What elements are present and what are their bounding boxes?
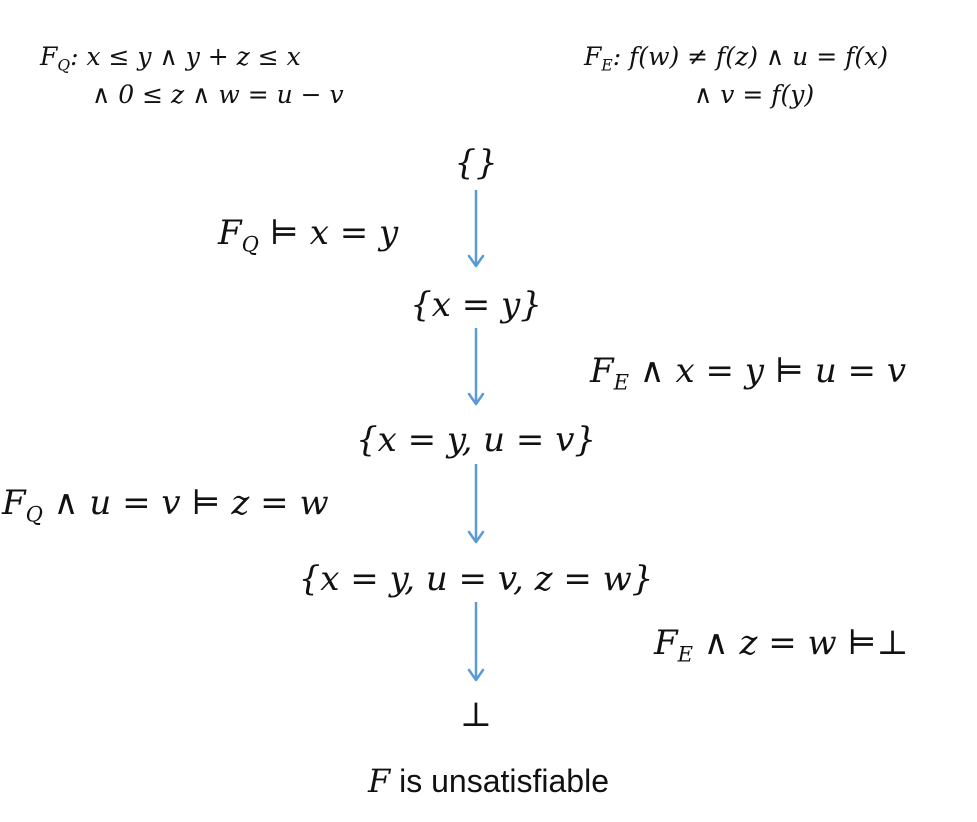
step-label-2: FE ∧ x = y ⊨ u = v xyxy=(590,351,907,395)
arrow-4 xyxy=(467,602,485,682)
node-bottom: ⊥ xyxy=(460,695,492,735)
fq-formula-line1: FQ: x ≤ y ∧ y + z ≤ x xyxy=(40,42,301,75)
conclusion-text: F is unsatisfiable xyxy=(368,762,609,800)
step-label-3: FQ ∧ u = v ⊨ z = w xyxy=(2,483,329,527)
node-set-1: {x = y} xyxy=(410,285,542,325)
step-label-1: FQ ⊨ x = y xyxy=(218,213,399,257)
arrow-2 xyxy=(467,328,485,406)
fe-formula-line2: ∧ v = f(y) xyxy=(694,80,815,109)
node-set-2: {x = y, u = v} xyxy=(355,420,597,460)
fe-formula-line1: FE: f(w) ≠ f(z) ∧ u = f(x) xyxy=(584,42,888,75)
arrow-3 xyxy=(467,464,485,544)
fq-formula-line2: ∧ 0 ≤ z ∧ w = u − v xyxy=(92,80,344,109)
step-label-4: FE ∧ z = w ⊨⊥ xyxy=(654,623,909,667)
node-set-3: {x = y, u = v, z = w} xyxy=(298,559,654,599)
arrow-1 xyxy=(467,190,485,268)
node-empty-set: {} xyxy=(454,143,498,183)
